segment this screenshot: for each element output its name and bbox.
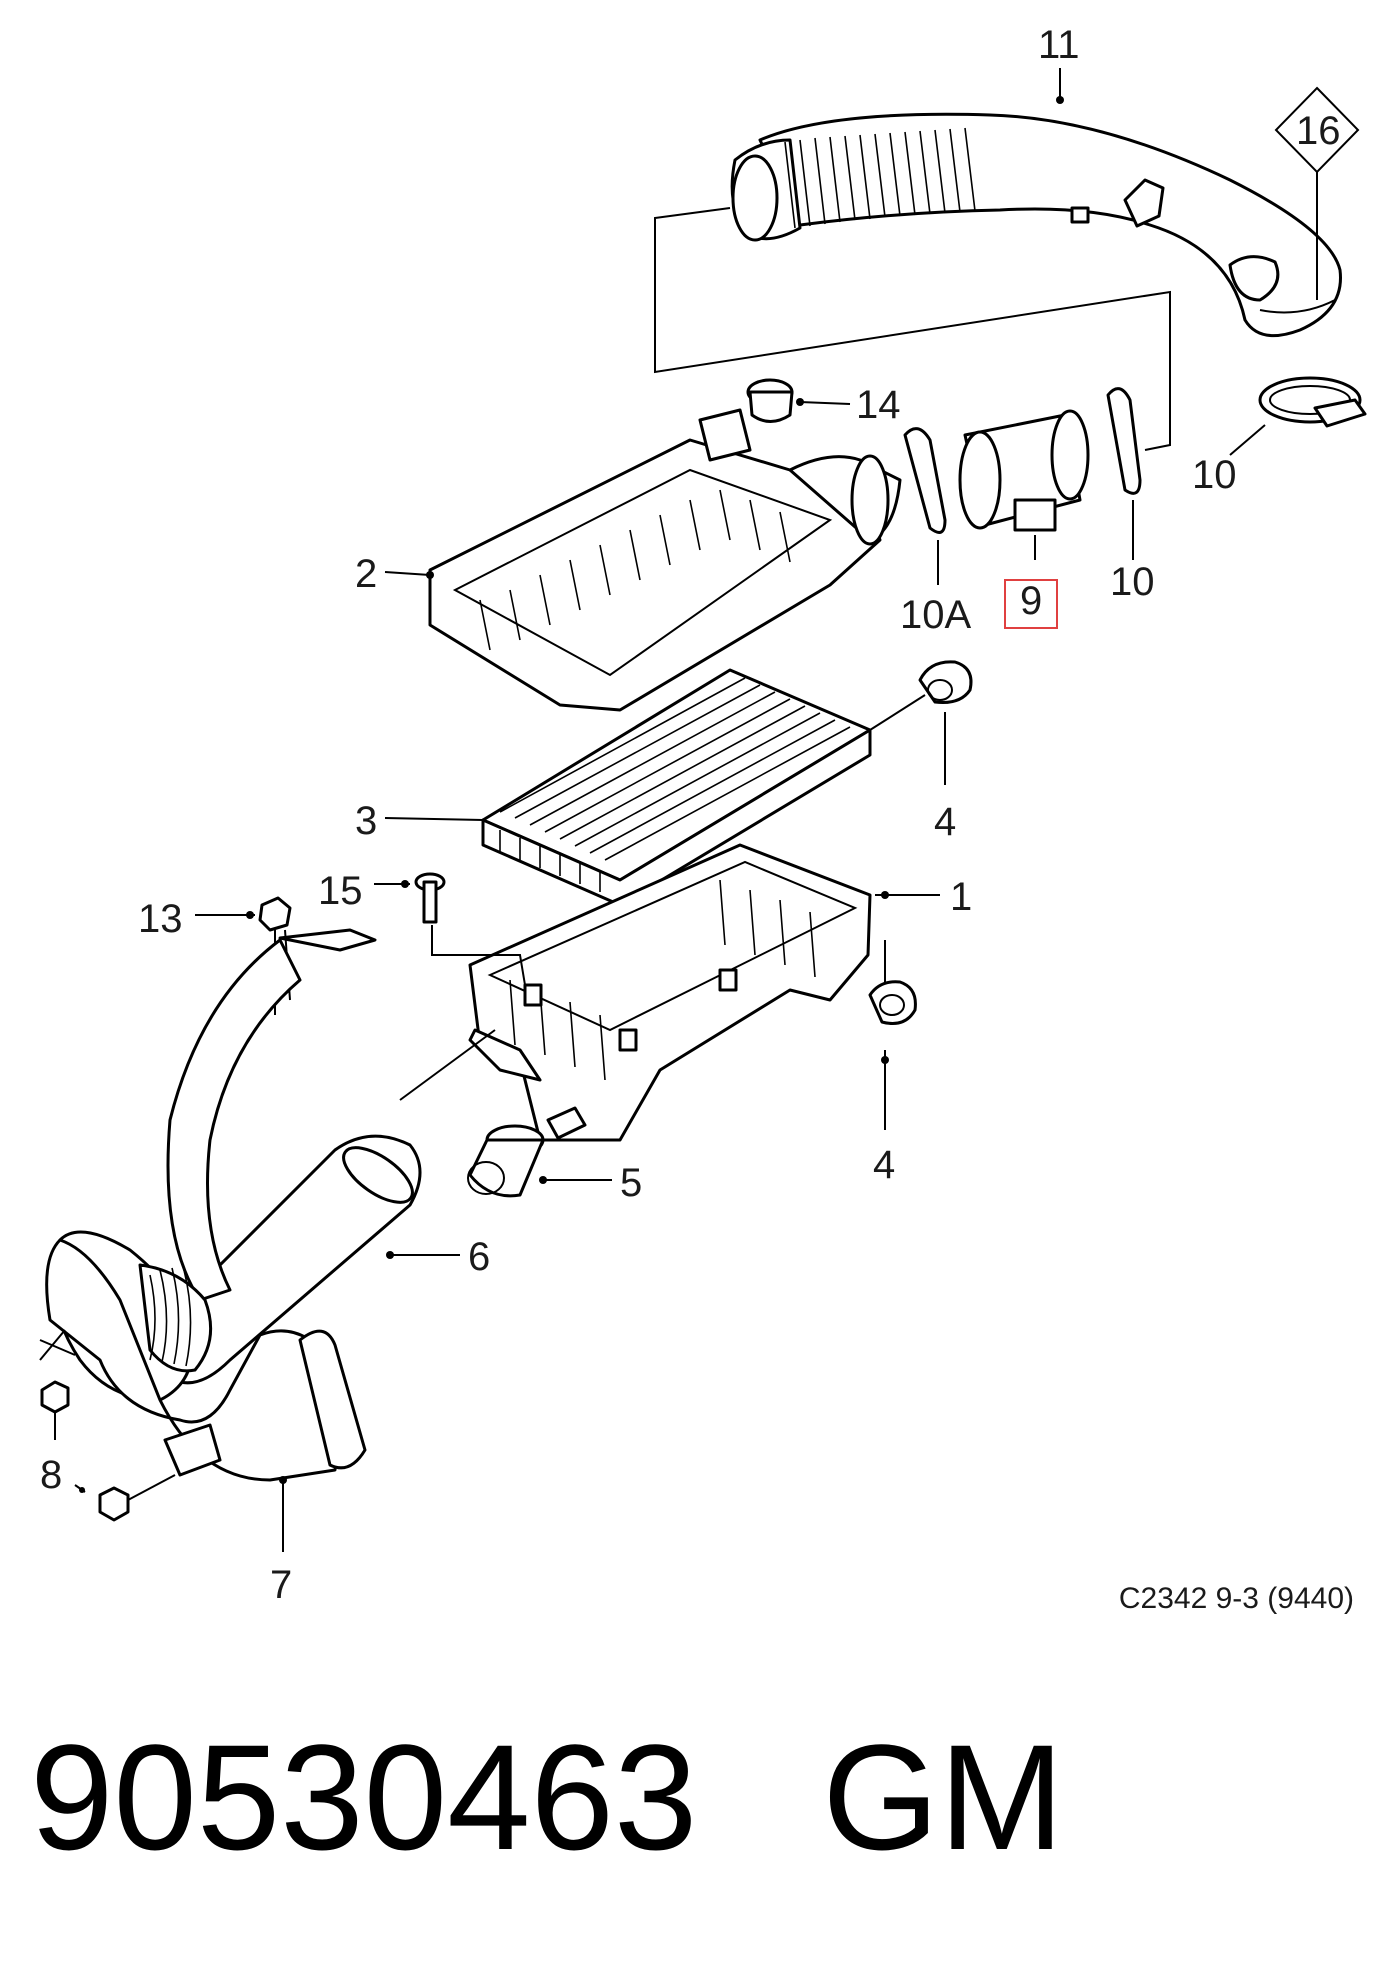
part-10A-clamp [903,427,947,585]
leader-2 [384,571,431,576]
part-4-grommet-upper [869,660,973,785]
part-14-cap [746,378,851,423]
part-15-bolt [374,872,526,986]
callout-11: 11 [1038,23,1080,67]
diagram-code: C2342 9-3 (9440) [1118,1582,1354,1615]
part-2-upper-housing [428,408,902,712]
callout-7: 7 [270,1563,292,1607]
callout-9-highlight-box [1004,579,1058,629]
callout-1: 1 [950,875,972,919]
part-10-clamp-middle [1106,387,1142,560]
callout-10-right: 10 [1192,453,1237,497]
part-10-hose-clamp [1229,376,1367,456]
callout-8: 8 [40,1453,62,1497]
callout-2: 2 [355,552,377,596]
callout-14: 14 [856,383,901,427]
callout-10A: 10A [900,593,971,637]
callout-9: 9 [1020,579,1042,623]
callout-16: 16 [1296,109,1341,153]
leader-3 [384,817,484,821]
part-4-grommet-lower [868,940,917,1130]
callout-4-upper: 4 [934,800,956,844]
part-16-marker [1274,86,1360,300]
part-13-nut [195,896,377,1015]
callout-3: 3 [355,799,377,843]
callout-4-lower: 4 [873,1143,895,1187]
callout-15: 15 [318,869,363,913]
part-11-intake-hose [730,112,1342,338]
callout-5: 5 [620,1161,642,1205]
part-3-filter-element [481,668,872,907]
part-8-nuts [40,1380,176,1522]
brand-name: GM [822,1713,1065,1881]
part-9-mass-airflow-sensor [958,409,1090,560]
part-5-sleeve [467,1124,612,1198]
exploded-parts-diagram: 11 16 14 10 2 10A 9 10 4 3 15 1 13 4 5 6… [39,23,1367,1607]
part-number-line: 90530463 GM [30,1722,1064,1872]
callout-10-middle: 10 [1110,560,1155,604]
callout-6: 6 [468,1235,490,1279]
callout-13: 13 [138,897,183,941]
part-1-lower-housing [468,843,872,1142]
part-number: 90530463 [30,1713,698,1881]
group-bracket-line [654,207,1171,451]
part-6-7-lower-ducts [39,938,496,1552]
